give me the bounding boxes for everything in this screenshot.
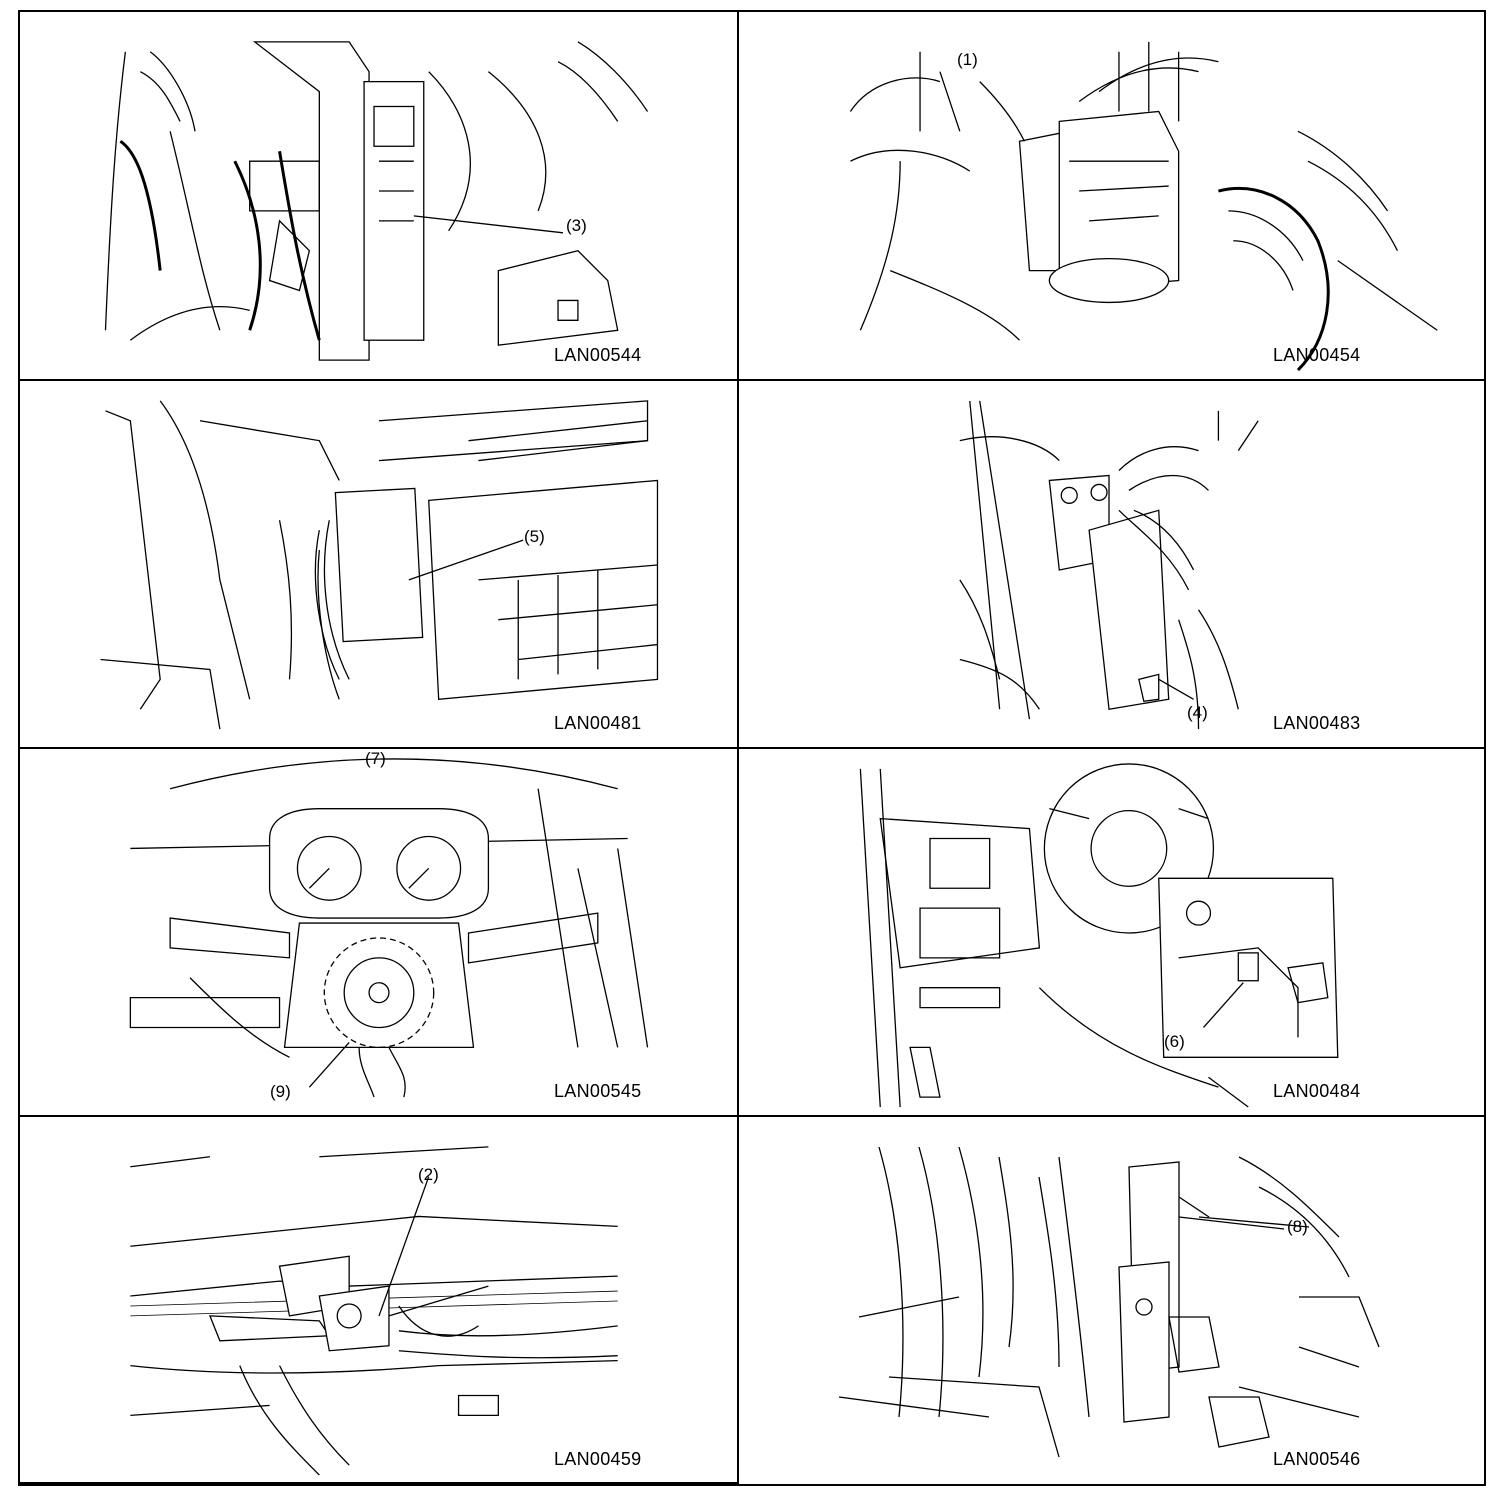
driver-side-connector-illustration <box>859 763 1339 1108</box>
callout-7: (7) <box>365 749 386 768</box>
callout-6: (6) <box>1164 1032 1185 1051</box>
figure-code: LAN00484 <box>1273 1081 1361 1101</box>
figure-code: LAN00483 <box>1273 713 1361 733</box>
panel-lan00459: (2) LAN00459 <box>20 1117 739 1484</box>
panel-lan00546: (8) LAN00546 <box>739 1117 1484 1484</box>
callout-1: (1) <box>957 50 978 69</box>
panel-lan00483: (4) LAN00483 <box>739 381 1484 749</box>
diagram-sheet: (3) LAN00544 (1) LAN00454 <box>18 10 1486 1486</box>
panel-lan00484: (6) LAN00484 <box>739 749 1484 1117</box>
console-module-illustration <box>838 1146 1380 1458</box>
panel-lan00544: (3) LAN00544 <box>20 12 739 381</box>
callout-9: (9) <box>270 1082 291 1101</box>
figure-code: LAN00545 <box>554 1081 642 1101</box>
callout-5: (5) <box>524 527 545 546</box>
steering-column-module-illustration <box>104 41 649 361</box>
figure-code: LAN00546 <box>1273 1449 1361 1469</box>
panel-grid: (3) LAN00544 (1) LAN00454 <box>20 12 1484 1484</box>
panel-lan00454: (1) LAN00454 <box>739 12 1484 381</box>
callout-4: (4) <box>1187 703 1208 722</box>
panel-lan00481: (5) LAN00481 <box>20 381 739 749</box>
control-unit-bracket-illustration <box>959 400 1259 730</box>
figure-code: LAN00454 <box>1273 345 1361 365</box>
module-behind-dash-illustration <box>100 400 659 730</box>
callout-8: (8) <box>1287 1217 1308 1236</box>
figure-code: LAN00481 <box>554 713 642 733</box>
underbody-sensor-illustration <box>130 1146 618 1476</box>
callout-3: (3) <box>566 216 587 235</box>
figure-code: LAN00544 <box>554 345 642 365</box>
abs-unit-illustration <box>849 41 1438 372</box>
figure-code: LAN00459 <box>554 1449 642 1469</box>
callout-2: (2) <box>418 1165 439 1184</box>
panel-lan00545: (7) (9) LAN00545 <box>20 749 739 1117</box>
combination-meter-spiral-cable-illustration <box>129 758 649 1098</box>
